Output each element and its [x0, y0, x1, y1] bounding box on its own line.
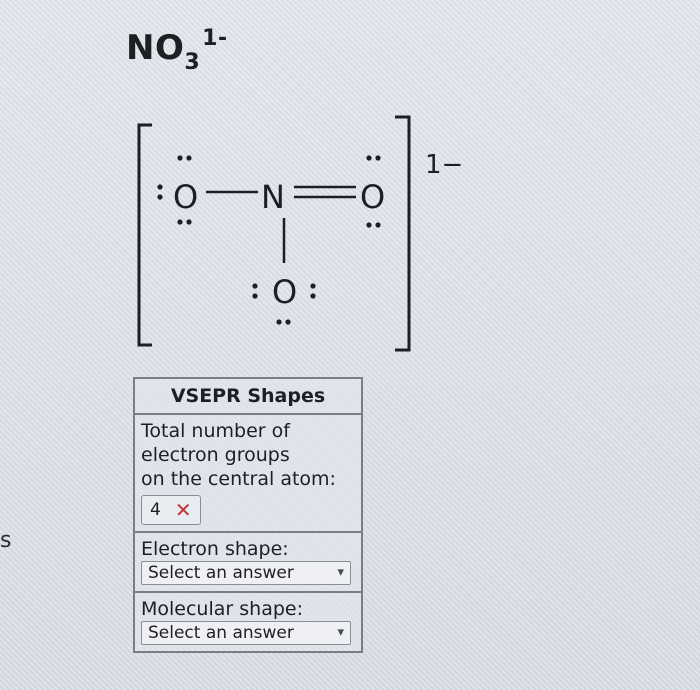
atom-bottom-o: O: [272, 273, 297, 311]
left-bracket: [137, 123, 152, 347]
lewis-structure: 1− O N O O: [137, 115, 463, 352]
molecular-shape-label: Molecular shape:: [141, 598, 303, 620]
atom-left-o: O: [173, 178, 198, 216]
formula-charge: 1-: [202, 26, 228, 51]
electron-groups-section: Total number of electron groups on the c…: [135, 415, 361, 531]
vsepr-panel: VSEPR Shapes Total number of electron gr…: [133, 377, 363, 653]
cropped-left-text: s: [0, 528, 12, 553]
bottom-o-lone-pairs: [252, 283, 316, 325]
electron-shape-label: Electron shape:: [141, 538, 289, 560]
vsepr-title: VSEPR Shapes: [135, 379, 361, 415]
atom-right-o: O: [360, 178, 385, 216]
electron-groups-answer[interactable]: 4 ✕: [141, 495, 201, 525]
groups-label-line-1: Total number of: [141, 420, 290, 442]
right-o-lone-pairs: [366, 155, 381, 228]
molecular-shape-select[interactable]: Select an answer ▾: [141, 621, 351, 645]
groups-label-line-3: on the central atom:: [141, 468, 336, 490]
right-bracket: [395, 115, 411, 352]
electron-shape-value: Select an answer: [148, 563, 294, 583]
molecular-shape-section: Molecular shape: Select an answer ▾: [135, 591, 361, 651]
electron-groups-value: 4: [150, 500, 161, 520]
chevron-down-icon: ▾: [337, 625, 344, 640]
formula-main: NO: [126, 28, 185, 68]
electron-shape-select[interactable]: Select an answer ▾: [141, 561, 351, 585]
left-o-lone-pairs: [157, 155, 192, 225]
incorrect-x-icon: ✕: [174, 498, 192, 522]
atom-n: N: [261, 178, 285, 216]
groups-label-line-2: electron groups: [141, 444, 290, 466]
formula-title: NO31-: [126, 26, 228, 75]
electron-shape-section: Electron shape: Select an answer ▾: [135, 531, 361, 591]
bracket-charge: 1−: [425, 150, 463, 180]
molecular-shape-value: Select an answer: [148, 623, 294, 643]
chevron-down-icon: ▾: [337, 565, 344, 580]
formula-subscript: 3: [184, 50, 201, 75]
